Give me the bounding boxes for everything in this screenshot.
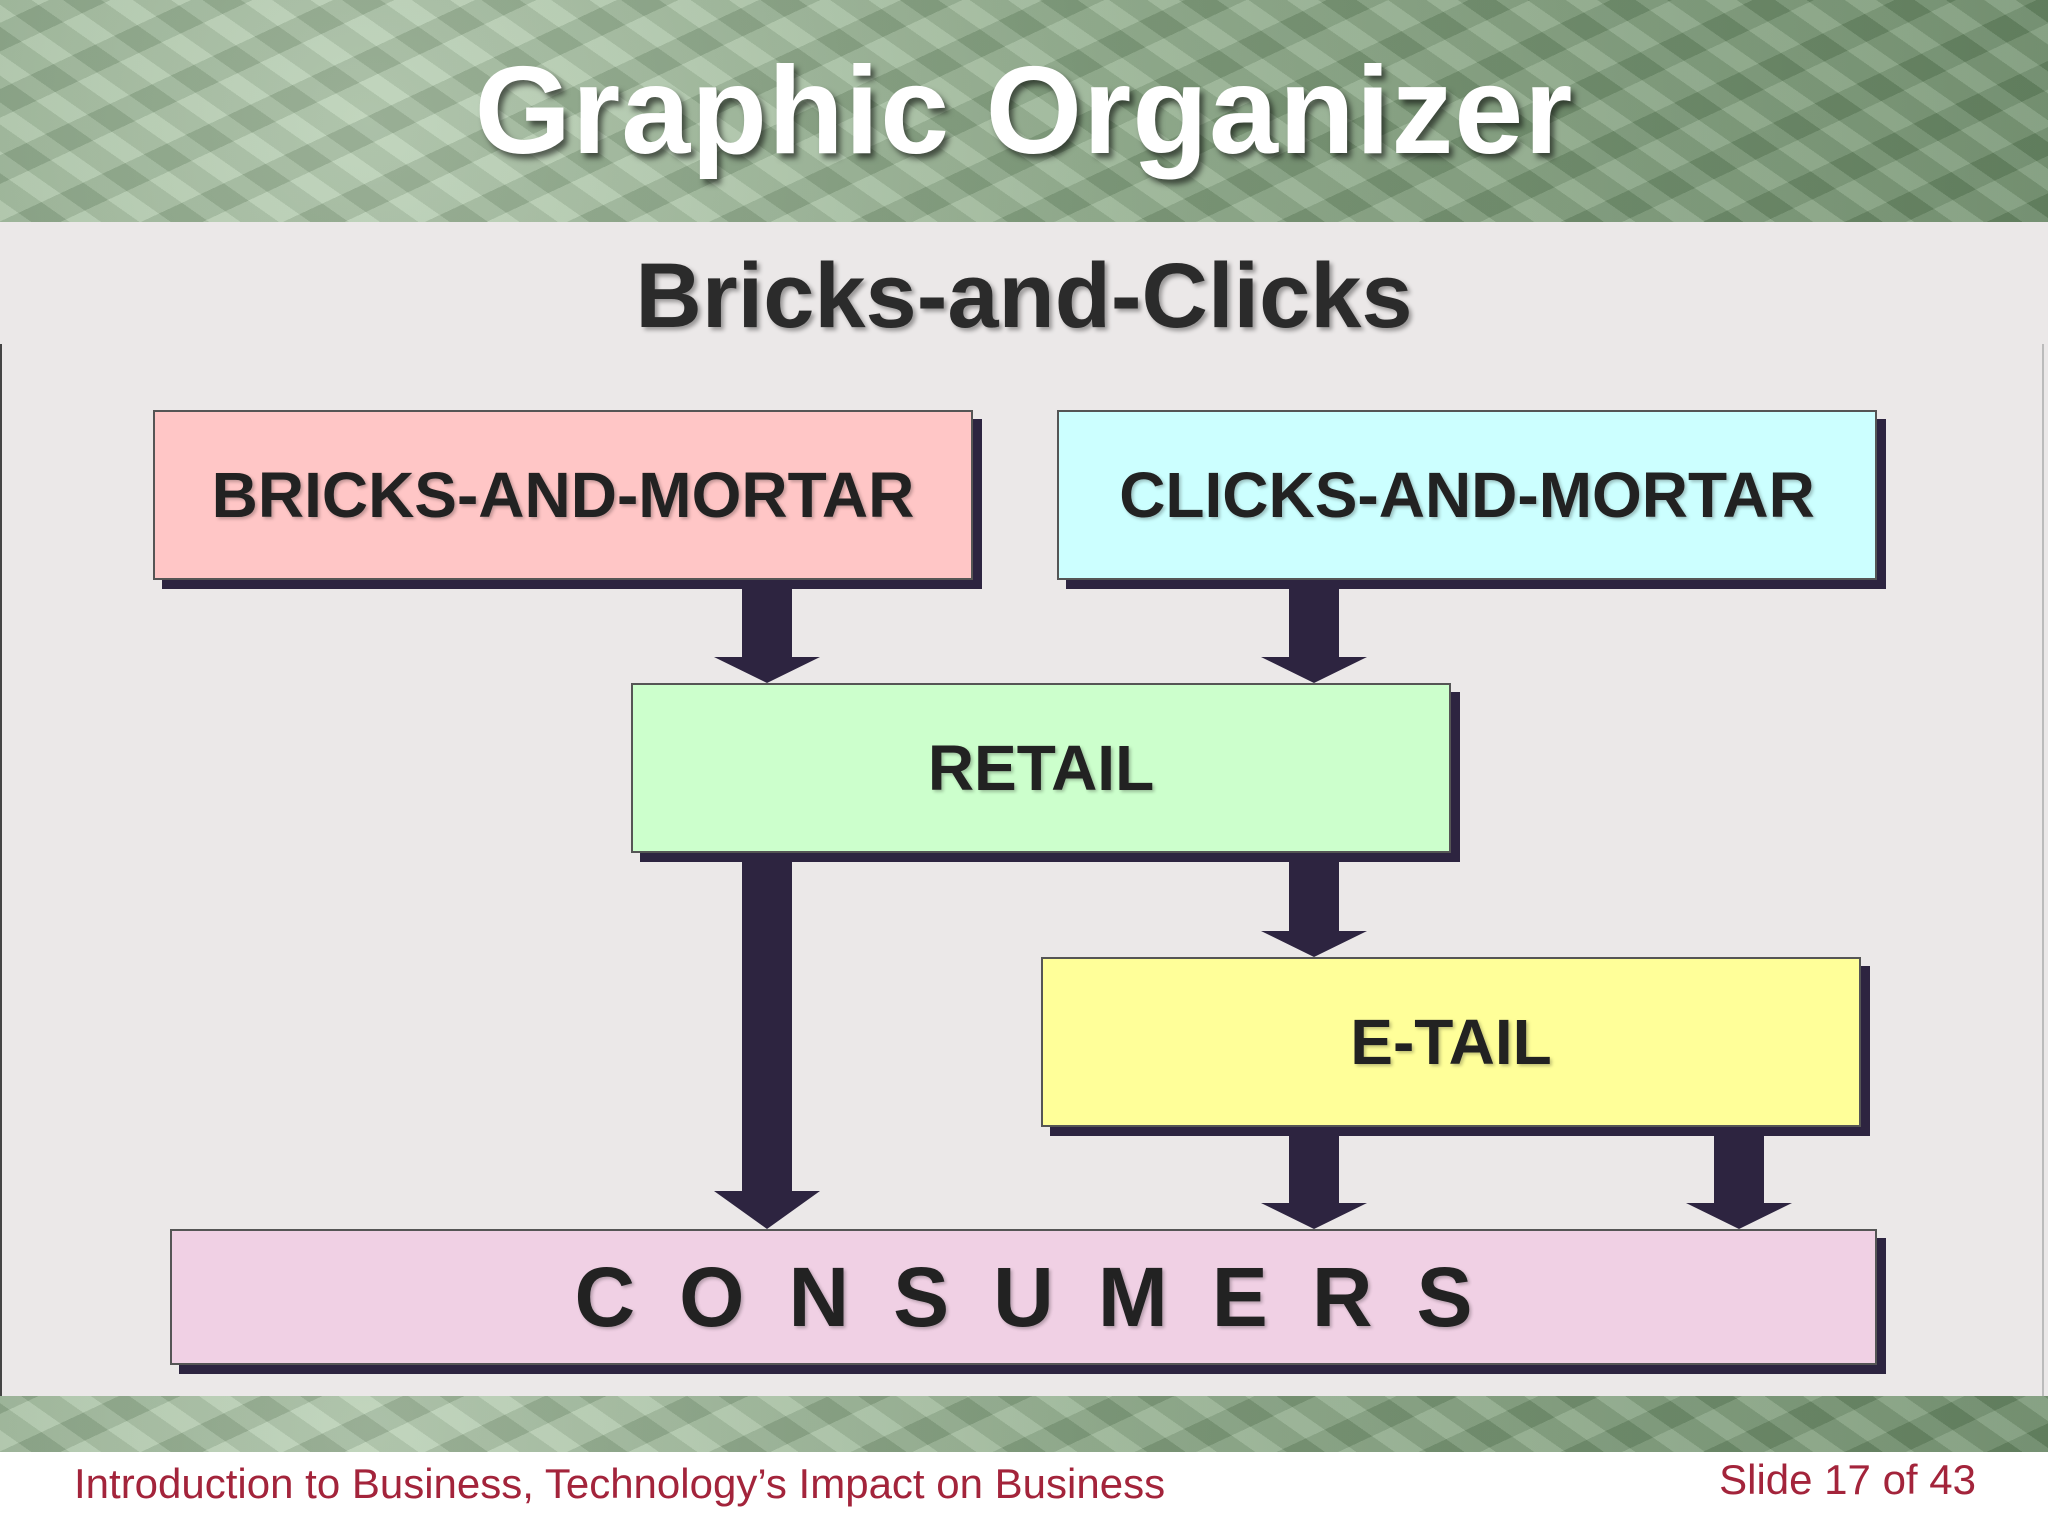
arrow-retail-to-consumers: [714, 862, 820, 1229]
node-retail: RETAIL: [631, 683, 1451, 853]
money-background-top: [0, 0, 2048, 222]
diagram-subtitle: Bricks-and-Clicks: [635, 245, 1413, 347]
node-label: BRICKS-AND-MORTAR: [211, 459, 915, 531]
money-background-bottom: [0, 1396, 2048, 1452]
footer-slide-number: Slide 17 of 43: [1719, 1456, 1976, 1503]
footer-course-title: Introduction to Business, Technology’s I…: [74, 1460, 1166, 1507]
arrow-clicks-to-retail: [1261, 589, 1367, 683]
node-consumers: CONSUMERS: [170, 1229, 1877, 1365]
arrow-retail-to-etail: [1261, 862, 1367, 957]
node-label: RETAIL: [927, 732, 1155, 804]
node-bricks-and-mortar: BRICKS-AND-MORTAR: [153, 410, 973, 580]
arrow-etail-to-consumers-1: [1261, 1136, 1367, 1229]
node-label: CONSUMERS: [574, 1249, 1517, 1344]
node-label: E-TAIL: [1350, 1006, 1552, 1078]
arrow-bricks-to-retail: [714, 589, 820, 683]
node-e-tail: E-TAIL: [1041, 957, 1861, 1127]
node-label: CLICKS-AND-MORTAR: [1119, 459, 1815, 531]
node-clicks-and-mortar: CLICKS-AND-MORTAR: [1057, 410, 1877, 580]
footer-bar: [0, 1452, 2048, 1536]
arrow-etail-to-consumers-2: [1686, 1136, 1792, 1229]
panel-frame: [0, 344, 2044, 1396]
slide-title: Graphic Organizer: [474, 42, 1574, 180]
